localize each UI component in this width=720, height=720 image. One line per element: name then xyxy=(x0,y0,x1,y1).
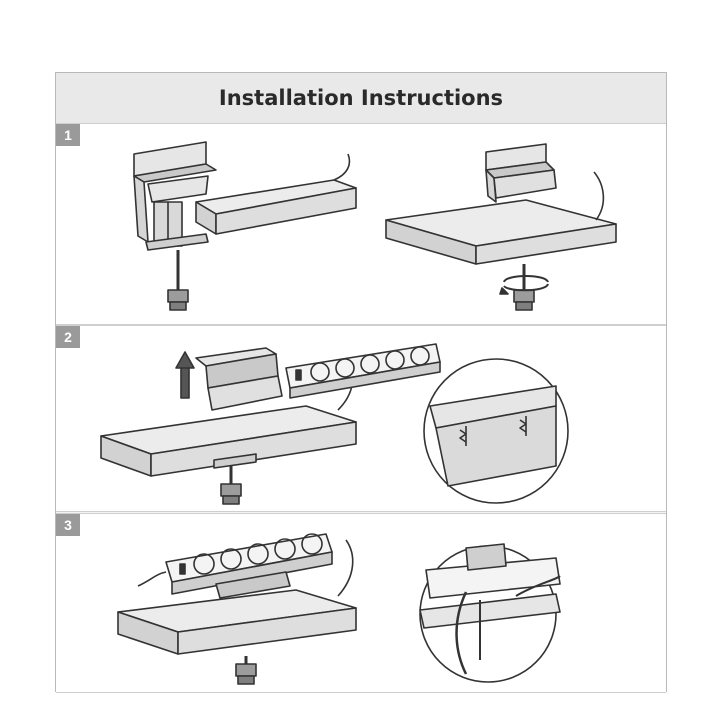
desk-clamp-icon xyxy=(485,143,557,203)
magnifier-circle-icon xyxy=(419,543,561,683)
step-1-panel: 1 xyxy=(56,123,666,325)
title-bar: Installation Instructions xyxy=(56,73,666,123)
socket-icon xyxy=(301,533,323,555)
up-arrow-icon xyxy=(175,351,195,399)
step-number-badge: 2 xyxy=(56,326,80,348)
cable-icon xyxy=(455,591,468,675)
socket-icon xyxy=(360,354,380,374)
step-1-illustration xyxy=(133,141,617,311)
step-number-badge: 3 xyxy=(56,514,80,536)
instruction-sheet: Installation Instructions 1 xyxy=(55,72,667,693)
step-3-illustration xyxy=(117,533,561,685)
power-strip-icon xyxy=(285,343,441,399)
socket-icon xyxy=(310,362,330,382)
socket-icon xyxy=(274,538,296,560)
socket-icon xyxy=(410,346,430,366)
socket-icon xyxy=(193,553,215,575)
socket-icon xyxy=(247,543,269,565)
step-number-badge: 1 xyxy=(56,124,80,146)
step-2-panel: 2 xyxy=(56,325,666,512)
cable-icon xyxy=(137,571,167,587)
desk-clamp-icon xyxy=(195,347,283,505)
socket-icon xyxy=(385,350,405,370)
step-2-illustration xyxy=(100,343,569,505)
desk-clamp-icon xyxy=(133,141,217,311)
rotate-arrow-icon xyxy=(499,275,549,295)
page-title: Installation Instructions xyxy=(218,86,504,110)
socket-icon xyxy=(335,358,355,378)
magnifier-circle-icon xyxy=(423,358,569,504)
power-strip-icon xyxy=(165,533,333,599)
step-3-panel: 3 xyxy=(56,513,666,693)
socket-icon xyxy=(220,548,242,570)
